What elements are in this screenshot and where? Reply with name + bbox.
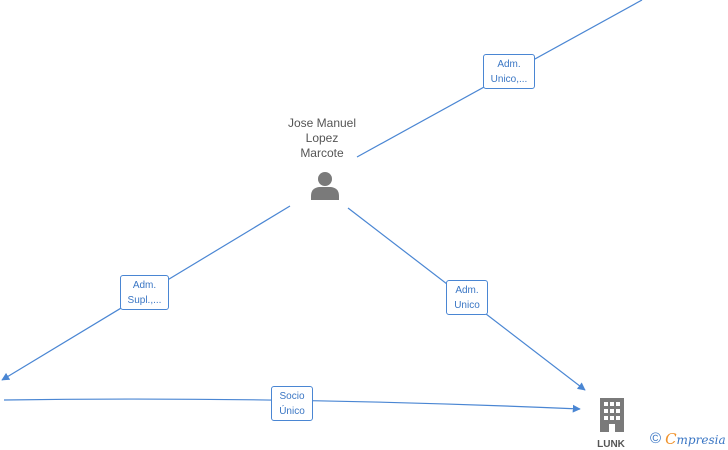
brand-rest: mpresia (676, 432, 726, 447)
edge-label-line: Unico,... (490, 74, 528, 85)
person-name-line: Jose Manuel (287, 116, 357, 130)
edge-label-adm-unico-top[interactable]: Adm. Unico,... (483, 54, 535, 89)
person-name-line: Lopez (305, 131, 339, 145)
building-icon[interactable] (598, 398, 626, 432)
brand-logo: Cmpresia (665, 430, 726, 449)
edge-label-line: Supl.,... (127, 295, 162, 306)
edge-label-line: Adm. (132, 280, 157, 291)
brand-initial: C (665, 429, 677, 448)
edge-label-line: Socio (279, 391, 305, 402)
company-node-name[interactable]: LUNK (597, 439, 625, 450)
person-name-line: Marcote (300, 146, 344, 160)
edge-label-line: Único (279, 406, 305, 417)
edge-label-socio-unico[interactable]: Socio Único (271, 386, 313, 421)
person-icon[interactable] (309, 170, 341, 200)
edge-label-line: Adm. (455, 285, 479, 296)
edge-label-line: Adm. (497, 59, 521, 70)
edge-label-line: Unico (454, 300, 480, 311)
person-node-name[interactable]: Jose Manuel Lopez Marcote (262, 116, 382, 161)
edge-label-adm-supl[interactable]: Adm. Supl.,... (120, 275, 169, 310)
copyright-icon: © (650, 430, 662, 447)
edge-label-adm-unico[interactable]: Adm. Unico (446, 280, 488, 315)
copyright-watermark: © Cmpresia (650, 430, 726, 448)
